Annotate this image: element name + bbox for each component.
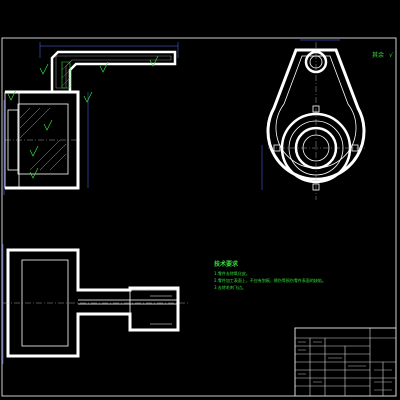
title-block — [294, 327, 397, 397]
technical-requirements: 技术要求 1.零件去除氧化皮。 2.零件加工表面上，不应有划痕、擦伤等损伤零件表… — [214, 260, 326, 290]
tech-requirements-title: 技术要求 — [214, 260, 239, 268]
roughness-note-symbol: √ — [389, 52, 393, 59]
tech-requirement-3: 3.去除毛刺飞边。 — [214, 284, 246, 290]
section-view — [3, 50, 177, 195]
front-view — [266, 42, 366, 200]
section-annotations — [7, 55, 159, 179]
sheet-border — [1, 37, 397, 397]
top-view — [2, 244, 190, 364]
tech-requirement-2: 2.零件加工表面上，不应有划痕、擦伤等损伤零件表面的缺陷。 — [214, 277, 326, 283]
dimension-lines — [39, 39, 340, 190]
tech-requirement-1: 1.零件去除氧化皮。 — [214, 270, 250, 276]
roughness-note-label: 其余 — [372, 51, 384, 59]
